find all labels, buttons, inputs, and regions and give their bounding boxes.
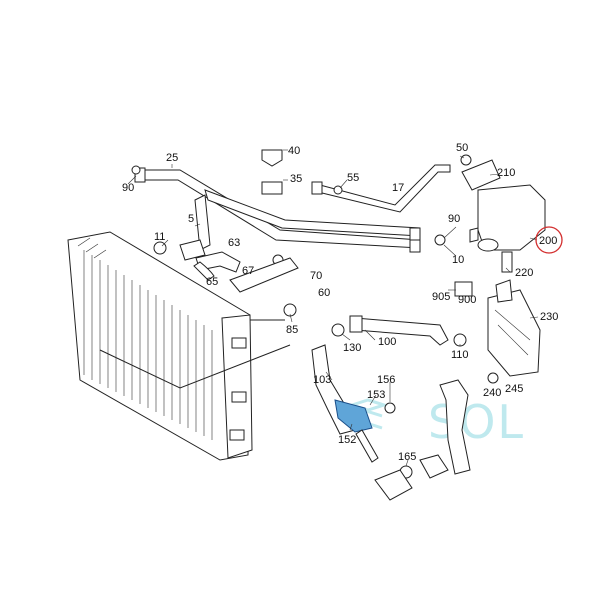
- part-label: 17: [392, 182, 404, 194]
- part-label: 25: [166, 152, 178, 164]
- part-label: 153: [367, 389, 385, 401]
- part-labels: 25 90 40 35 55 17 50 210 5 11 63 65 67 7…: [122, 142, 558, 463]
- part-label: 90: [122, 182, 134, 194]
- radiator-icon: [67, 231, 291, 461]
- bracket-icon: [487, 289, 541, 377]
- part-label: 50: [456, 142, 468, 154]
- watermark-text: SOL: [428, 395, 525, 449]
- highlight-circle: [535, 226, 563, 254]
- part-label: 245: [505, 383, 523, 395]
- leader-lines: [127, 149, 539, 467]
- part-label: 70: [310, 270, 322, 282]
- part-label: 90: [448, 213, 460, 225]
- part-label: 35: [290, 173, 302, 185]
- hose-icon: [134, 164, 451, 261]
- part-label: 55: [347, 172, 359, 184]
- part-label: 100: [378, 336, 396, 348]
- part-label: 63: [228, 237, 240, 249]
- hose-icon: [349, 315, 449, 346]
- part-label: 210: [497, 167, 515, 179]
- part-label: 10: [452, 254, 464, 266]
- part-label: 900: [458, 294, 476, 306]
- part-label: 152: [338, 434, 356, 446]
- part-label: 40: [288, 145, 300, 157]
- part-label: 905: [432, 291, 450, 303]
- hose-icon: [193, 251, 299, 293]
- hose-icon: [311, 344, 379, 463]
- hose-icon: [374, 379, 471, 501]
- part-label: 156: [377, 374, 395, 386]
- part-label: 165: [398, 451, 416, 463]
- part-label: 5: [188, 213, 194, 225]
- part-label: 230: [540, 311, 558, 323]
- part-label: 11: [154, 231, 165, 243]
- part-label: 240: [483, 387, 501, 399]
- part-label: 130: [343, 342, 361, 354]
- part-label: 103: [313, 374, 331, 386]
- expansion-tank-icon: [469, 184, 546, 273]
- part-label: 220: [515, 267, 533, 279]
- part-label: 200: [539, 235, 557, 247]
- part-label: 110: [451, 349, 469, 361]
- cap-icon: [461, 159, 501, 191]
- part-label: 67: [242, 265, 254, 277]
- part-label: 60: [318, 287, 330, 299]
- bracket-icon: [454, 279, 513, 303]
- part-label: 85: [286, 324, 298, 336]
- part-label: 65: [206, 276, 218, 288]
